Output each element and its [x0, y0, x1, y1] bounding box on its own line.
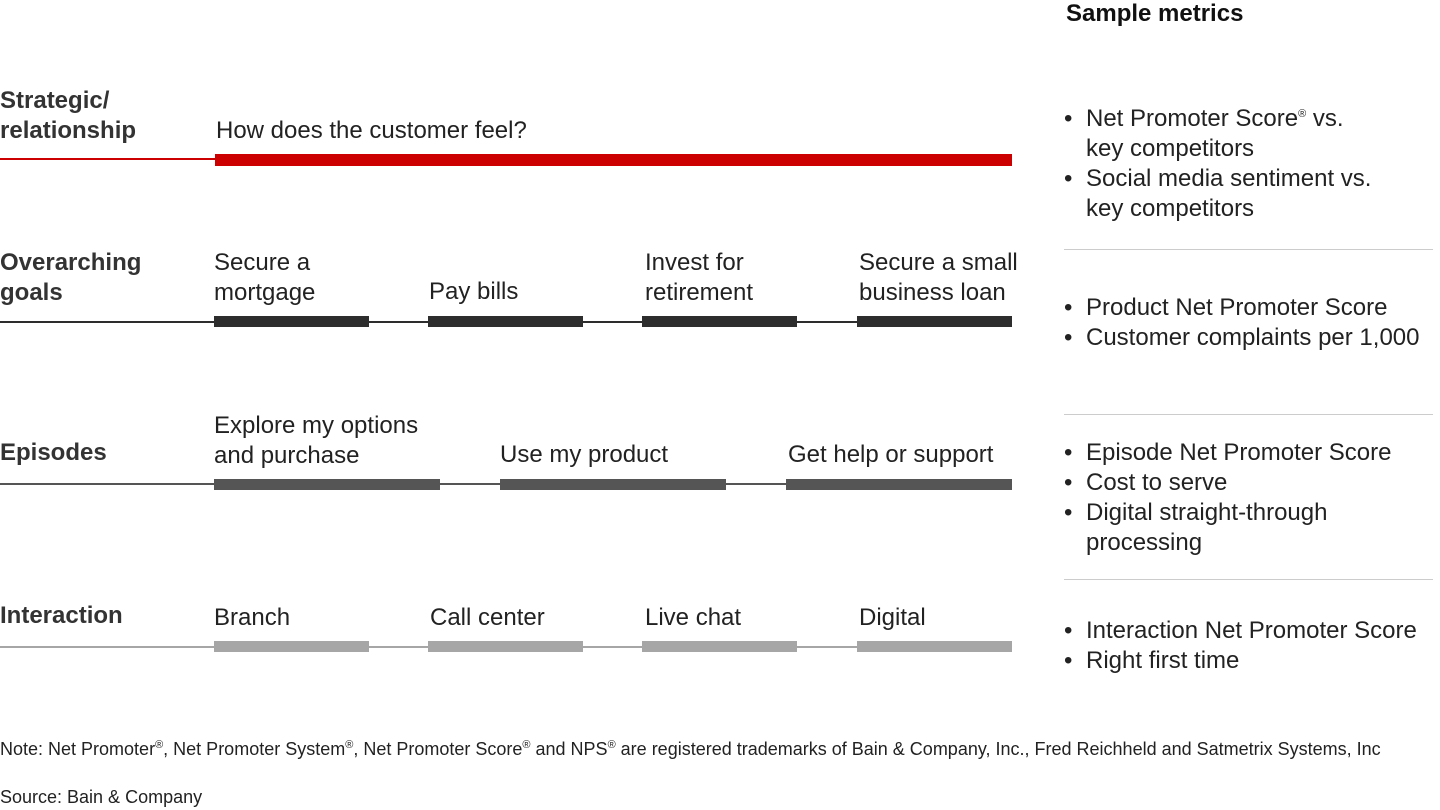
metrics-divider	[1064, 249, 1433, 250]
item-label-live-chat: Live chat	[645, 604, 742, 631]
item-label-how-customer-feels: How does the customer feel?	[216, 117, 527, 144]
segment-retirement	[642, 316, 797, 327]
metric-item: Right first time	[1064, 646, 1440, 676]
note-text: and NPS	[530, 739, 608, 759]
item-label-use-product: Use my product	[500, 441, 669, 468]
metric-text: Social media sentiment vs. key competito…	[1086, 165, 1372, 222]
registered-mark: ®	[607, 739, 616, 751]
metric-text: Product Net Promoter Score	[1086, 294, 1388, 321]
metric-item: Product Net Promoter Score	[1064, 293, 1440, 323]
metric-text: Interaction Net Promoter Score	[1086, 617, 1417, 644]
item-label-retirement: Invest for retirement	[645, 249, 754, 306]
metric-text: Digital straight-through processing	[1086, 499, 1328, 556]
segment-how-customer-feels	[215, 154, 1012, 166]
item-label-mortgage: Secure a mortgage	[214, 249, 316, 306]
registered-mark: ®	[155, 739, 164, 751]
registered-mark: ®	[345, 739, 354, 751]
metrics-divider	[1064, 414, 1433, 415]
metric-item: Episode Net Promoter Score	[1064, 438, 1440, 468]
row-label-interaction: Interaction	[0, 602, 123, 629]
metric-text-suffix: vs. key competitors	[1086, 105, 1344, 162]
note-text: , Net Promoter System	[163, 739, 346, 759]
segment-pay-bills	[428, 316, 583, 327]
metrics-divider	[1064, 579, 1433, 580]
metric-item: Net Promoter Score® vs. key competitors	[1064, 104, 1440, 164]
segment-use-product	[500, 479, 726, 490]
segment-call-center	[428, 641, 583, 652]
row-label-strategic: Strategic/ relationship	[0, 87, 137, 144]
note-text: , Net Promoter Score	[353, 739, 523, 759]
footer-source: Source: Bain & Company	[0, 787, 203, 807]
metric-text: Cost to serve	[1086, 469, 1228, 496]
item-label-call-center: Call center	[430, 604, 545, 631]
note-text: Note: Net Promoter	[0, 739, 156, 759]
metric-text: Customer complaints per 1,000	[1086, 324, 1420, 351]
row-label-episodes: Episodes	[0, 439, 107, 466]
metric-text: Net Promoter Score	[1086, 105, 1299, 132]
segment-live-chat	[642, 641, 797, 652]
row-label-goals: Overarching goals	[0, 249, 142, 306]
metrics-list-goals: Product Net Promoter Score Customer comp…	[1064, 293, 1440, 353]
segment-explore	[214, 479, 440, 490]
registered-mark: ®	[522, 739, 531, 751]
item-label-get-help: Get help or support	[788, 441, 994, 468]
metric-text: Right first time	[1086, 647, 1240, 674]
segment-mortgage	[214, 316, 369, 327]
metric-item: Digital straight-through processing	[1064, 498, 1440, 558]
item-label-business-loan: Secure a small business loan	[859, 249, 1018, 306]
metric-item: Cost to serve	[1064, 468, 1440, 498]
footer-note: Note: Net Promoter®, Net Promoter System…	[0, 737, 1440, 761]
metric-item: Interaction Net Promoter Score	[1064, 616, 1440, 646]
metric-text: Episode Net Promoter Score	[1086, 439, 1392, 466]
metric-item: Customer complaints per 1,000	[1064, 323, 1440, 353]
segment-business-loan	[857, 316, 1012, 327]
item-label-branch: Branch	[214, 604, 291, 631]
registered-mark: ®	[1298, 108, 1307, 120]
item-label-digital: Digital	[859, 604, 926, 631]
item-label-pay-bills: Pay bills	[429, 278, 519, 305]
note-text: are registered trademarks of Bain & Comp…	[615, 739, 1381, 759]
segment-digital	[857, 641, 1012, 652]
metric-item: Social media sentiment vs. key competito…	[1064, 164, 1440, 224]
metrics-list-episodes: Episode Net Promoter Score Cost to serve…	[1064, 438, 1440, 558]
metrics-title: Sample metrics	[1066, 0, 1244, 27]
metrics-list-interaction: Interaction Net Promoter Score Right fir…	[1064, 616, 1440, 676]
segment-get-help	[786, 479, 1012, 490]
segment-branch	[214, 641, 369, 652]
metrics-list-strategic: Net Promoter Score® vs. key competitors …	[1064, 104, 1440, 224]
item-label-explore: Explore my options and purchase	[214, 412, 419, 469]
